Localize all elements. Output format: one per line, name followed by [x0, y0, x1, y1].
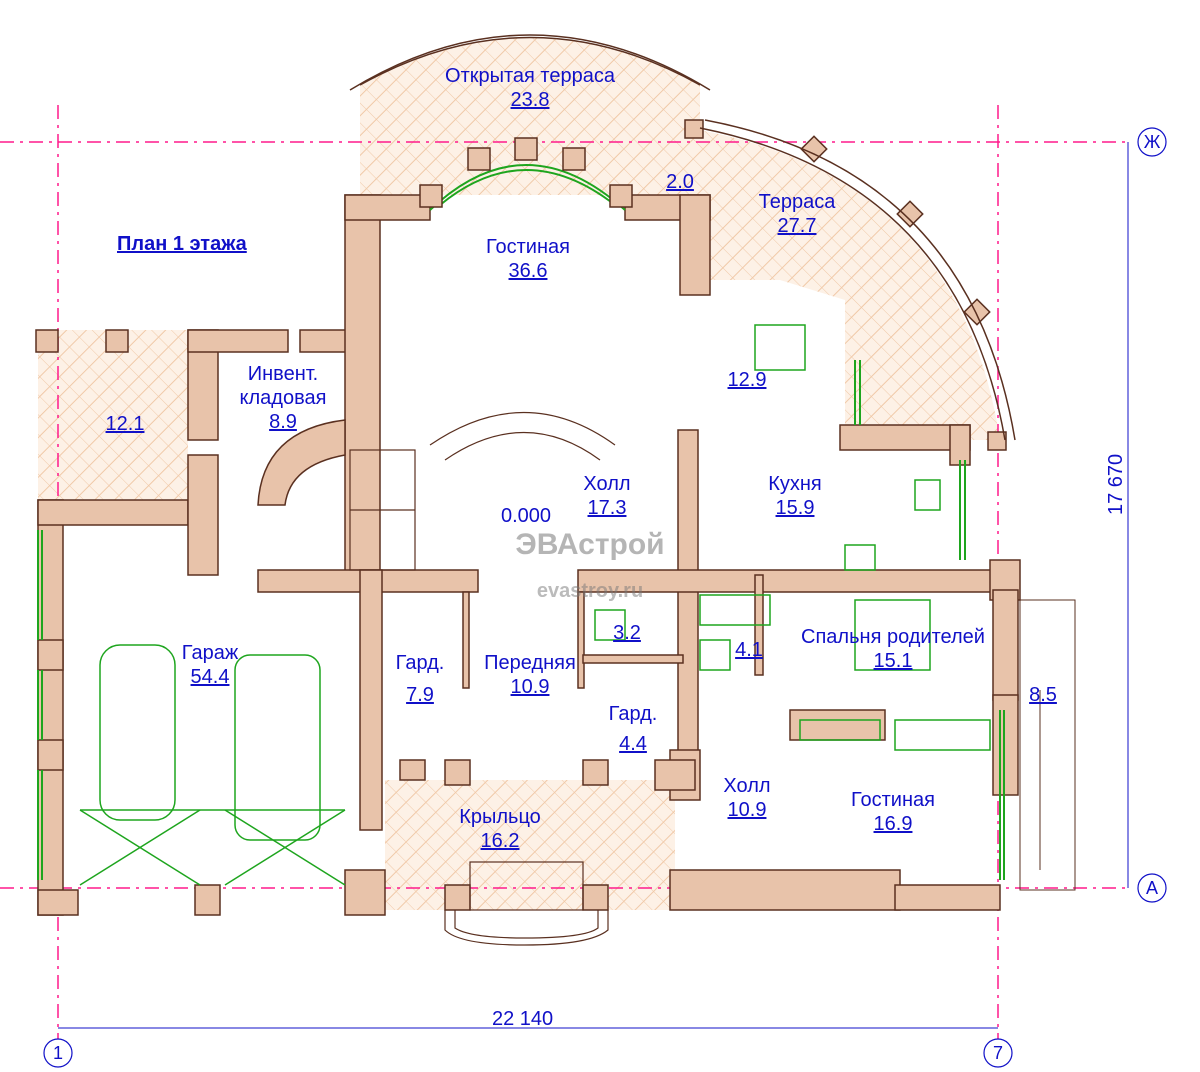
room-label-closet-1: Гард. 7.9	[396, 651, 445, 707]
room-name: Холл	[583, 473, 631, 495]
room-name: Инвент. кладовая	[239, 363, 327, 409]
room-name: Гостиная	[486, 236, 570, 258]
bay-window	[429, 164, 626, 211]
axis-label-top: Ж	[1143, 132, 1161, 152]
axis-label-right: 7	[992, 1043, 1003, 1063]
axis-label-left: 1	[52, 1043, 63, 1063]
axis-label-bottom: А	[1145, 878, 1158, 898]
room-area: 23.8	[510, 89, 550, 111]
room-name: Кухня	[768, 473, 822, 495]
room-area-stair: 8.5	[1029, 684, 1057, 706]
room-area: 15.1	[873, 650, 913, 672]
porch-left-floor	[38, 330, 188, 510]
fixtures	[79, 324, 991, 886]
axis-bubbles	[43, 127, 1167, 1068]
room-area-vestibule: 2.0	[666, 171, 694, 193]
watermark-site: evastroy.ru	[536, 580, 644, 602]
watermark-brand: ЭВАстрой	[515, 528, 665, 561]
room-name: Гард.	[395, 652, 445, 674]
room-area: 16.9	[873, 813, 913, 835]
room-name: Передняя	[484, 652, 576, 674]
room-area-wc: 3.2	[613, 622, 641, 644]
open-terrace-floor	[360, 37, 700, 195]
room-label-closet-2: Гард. 4.4	[609, 702, 658, 756]
terrace-pillars	[800, 135, 991, 326]
room-name: Гостиная	[851, 789, 935, 811]
room-name: Гард.	[608, 703, 658, 725]
dimension-width: 22 140	[492, 1008, 554, 1030]
room-area: 7.9	[406, 684, 434, 706]
room-area: 54.4	[190, 666, 230, 688]
entrance-steps	[444, 861, 609, 946]
room-area: 15.9	[775, 497, 815, 519]
room-area: 8.9	[269, 411, 297, 433]
dimension-lines	[58, 142, 1129, 1029]
bay-pillars	[419, 137, 633, 208]
room-area: 10.9	[727, 799, 767, 821]
storage-curved-wall	[257, 419, 346, 506]
room-name: Холл	[723, 775, 771, 797]
dimension-depth: 17 670	[1105, 453, 1127, 515]
room-name: Терраса	[758, 191, 836, 213]
room-area-left-porch: 12.1	[105, 413, 145, 435]
plan-title: План 1 этажа	[117, 233, 247, 255]
stairs	[349, 412, 616, 571]
balustrades	[349, 34, 1016, 441]
room-area: 4.4	[619, 733, 647, 755]
room-name: Крыльцо	[459, 806, 541, 828]
terrace-floor	[695, 130, 1000, 440]
room-area: 10.9	[510, 676, 550, 698]
windows	[37, 360, 1005, 880]
room-area: 17.3	[587, 497, 627, 519]
room-area-bath: 4.1	[735, 639, 763, 661]
room-area-dining: 12.9	[727, 369, 767, 391]
room-name: Гараж	[181, 642, 239, 664]
level-mark: 0.000	[500, 505, 552, 527]
room-area: 27.7	[777, 215, 817, 237]
right-stair	[1019, 599, 1076, 891]
room-name: Открытая терраса	[445, 65, 615, 87]
room-area: 16.2	[480, 830, 520, 852]
room-area: 36.6	[508, 260, 548, 282]
room-name: Спальня родителей	[801, 626, 985, 648]
